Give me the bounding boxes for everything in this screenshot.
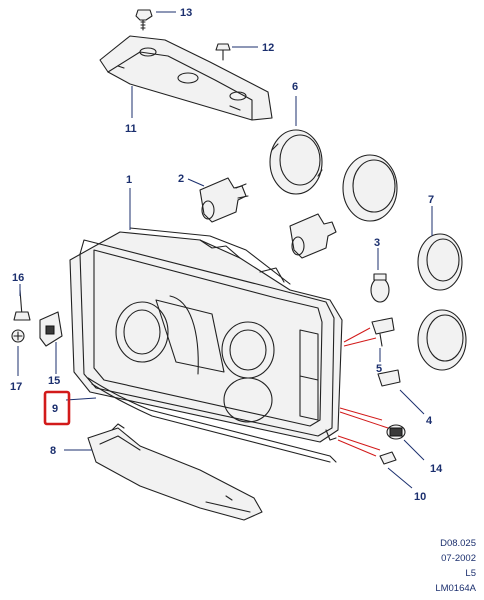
part-6-reflector-cover [269,129,323,195]
callout-3[interactable]: 3 [374,237,380,249]
reflector-cover-middle [342,154,398,222]
part-11-mounting-bracket [99,35,273,121]
part-2-headlamp-bulb [199,177,249,223]
part-12-screw [215,43,231,61]
part-3-bulb [370,273,390,303]
part-13-screw [135,9,153,31]
part-7-reflector-cover [417,233,463,291]
part-1-headlamp-assembly [69,227,343,443]
callout-13[interactable]: 13 [180,7,192,19]
part-5-bulb-holder-lower [377,369,401,387]
image-code: LM0164A [435,583,476,594]
callout-14[interactable]: 14 [430,463,443,475]
callout-8[interactable]: 8 [50,445,56,457]
headlamp-bulb-second [289,213,337,259]
diagram-footer: D08.025 07-2002 L5 LM0164A [435,536,476,596]
callout-7[interactable]: 7 [428,194,434,206]
part-16-clip [13,289,31,321]
callout-4[interactable]: 4 [426,415,433,427]
highlight-box-callout-9 [43,390,71,426]
callout-1[interactable]: 1 [126,174,132,186]
callout-12[interactable]: 12 [262,42,274,54]
revision-date: 07-2002 [441,553,476,564]
callout-17[interactable]: 17 [10,381,22,393]
part-15-bracket [39,311,63,347]
callout-15[interactable]: 15 [48,375,60,387]
callout-10[interactable]: 10 [414,491,426,503]
reflector-cover-lower-right [417,309,467,371]
callout-labels: 13 12 11 6 1 2 3 7 16 17 15 9 8 5 4 14 1… [10,7,443,503]
callout-5[interactable]: 5 [376,363,382,375]
part-10-bulb [379,451,397,465]
part-8-trim-finisher [87,423,263,521]
callout-9[interactable]: 9 [52,403,58,415]
part-14-bulb-holder [386,424,406,440]
callout-11[interactable]: 11 [125,123,137,135]
red-leader-lines [337,327,389,457]
part-5-bulb-holder [371,317,395,347]
callout-2[interactable]: 2 [178,173,184,185]
part-9-seal-strip [87,377,337,463]
leader-lines [17,11,433,489]
callout-6[interactable]: 6 [292,81,298,93]
reference-code: D08.025 [440,538,476,549]
model-code: L5 [465,568,476,579]
part-17-screw [11,329,25,343]
callout-16[interactable]: 16 [12,272,24,284]
